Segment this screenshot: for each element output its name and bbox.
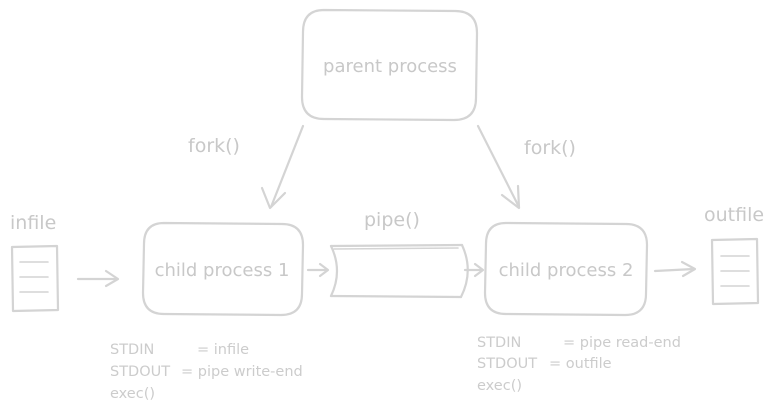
- infile-label: infile: [10, 212, 56, 234]
- child2-stdout-key: STDOUT: [477, 356, 537, 372]
- child2-stdout-value: = outfile: [549, 356, 612, 372]
- parent-process-label: parent process: [323, 56, 457, 77]
- child2-stdin-key: STDIN: [477, 335, 521, 351]
- child1-stdin-value: = infile: [197, 342, 249, 358]
- fork-right-label: fork(): [524, 137, 576, 159]
- child2-stdin-value: = pipe read-end: [563, 335, 681, 351]
- child-process-2-node: child process 2: [483, 221, 649, 317]
- child1-notes: STDIN = infile STDOUT = pipe write-end e…: [110, 342, 303, 402]
- child2-to-outfile-arrow: [653, 260, 697, 278]
- infile-document-icon: [10, 244, 60, 313]
- child-process-1-label: child process 1: [155, 260, 290, 281]
- outfile-label: outfile: [704, 204, 764, 226]
- infile-to-child1-arrow: [76, 269, 120, 288]
- parent-process-box: [300, 8, 479, 122]
- outfile-document-icon: [710, 237, 760, 306]
- child-process-1-node: child process 1: [141, 221, 305, 317]
- pipe-to-child2-arrow: [463, 262, 485, 278]
- fork-left-arrow: [260, 124, 305, 210]
- child-process-2-box: [483, 221, 649, 317]
- child1-stdout-key: STDOUT: [110, 364, 170, 380]
- fork-right-arrow: [476, 124, 521, 210]
- pipe-shape: [329, 243, 469, 299]
- child1-to-pipe-arrow: [306, 262, 330, 278]
- child2-exec: exec(): [477, 378, 522, 394]
- parent-process-node: parent process: [300, 8, 479, 122]
- child2-notes: STDIN = pipe read-end STDOUT = outfile e…: [477, 335, 681, 394]
- child1-exec: exec(): [110, 386, 155, 402]
- child-process-1-box: [141, 221, 305, 317]
- fork-left-label: fork(): [188, 135, 240, 157]
- child-process-2-label: child process 2: [499, 260, 634, 281]
- child1-stdin-key: STDIN: [110, 342, 154, 358]
- child1-stdout-value: = pipe write-end: [181, 364, 303, 380]
- pipe-label: pipe(): [364, 209, 420, 231]
